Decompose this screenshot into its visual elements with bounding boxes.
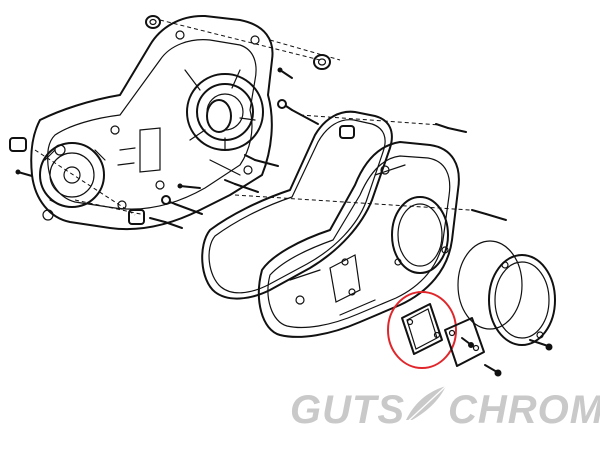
inspection-cover-gasket <box>401 303 443 355</box>
bolt-3 <box>224 179 259 193</box>
inner-primary-housing <box>30 14 274 231</box>
bolt-7 <box>471 209 507 221</box>
bolt-1 <box>277 99 319 125</box>
logo-text-right: CHROME <box>448 388 600 432</box>
derby-gasket <box>457 240 523 330</box>
logo-text-left: GUTS <box>290 388 405 432</box>
feather-icon <box>404 385 447 425</box>
bolt-6 <box>435 123 467 133</box>
dowel-pin-left <box>15 169 33 177</box>
bolt-2 <box>244 154 279 167</box>
seal-right <box>313 54 331 70</box>
bushing-left <box>9 137 27 152</box>
inspection-screws <box>461 337 502 377</box>
dowel-pin-lower <box>177 183 201 189</box>
derby-cover <box>488 254 556 346</box>
derby-screw <box>529 339 553 351</box>
dowel-pin-top <box>277 67 293 79</box>
primary-gasket <box>201 110 393 300</box>
brand-logo: GUTS CHROME <box>290 385 600 432</box>
highlight-circle <box>387 291 457 369</box>
seal-top <box>145 15 161 29</box>
primary-cover <box>257 141 460 338</box>
bolt-4 <box>161 195 203 215</box>
inspection-cover <box>444 317 485 367</box>
bolt-5 <box>149 217 183 229</box>
bushing-middle <box>339 125 355 139</box>
